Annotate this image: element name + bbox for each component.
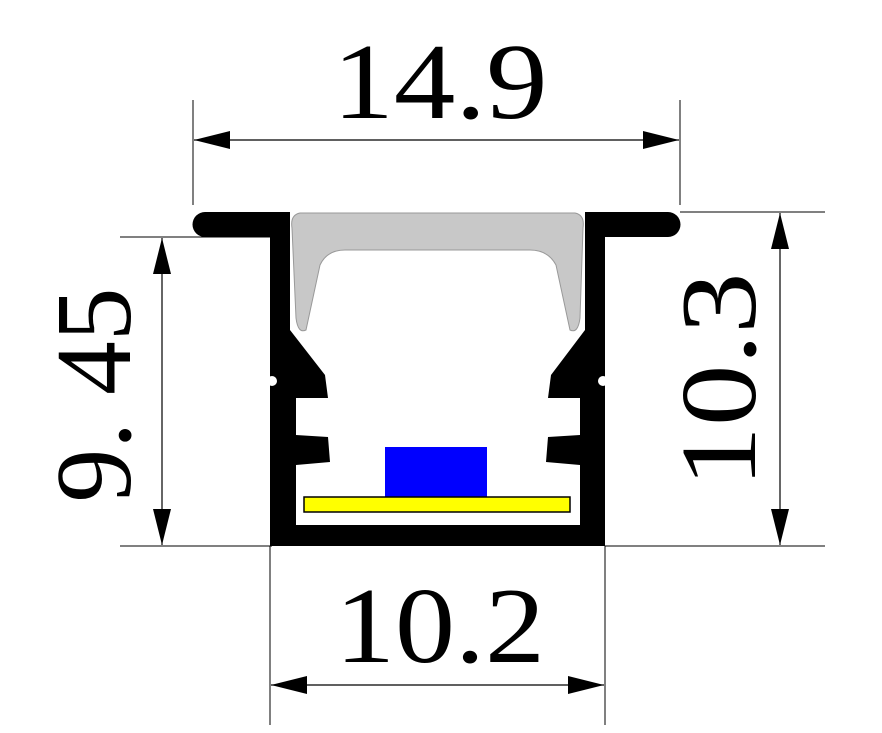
left-height-label: 9. 45 <box>35 288 154 503</box>
aluminum-profile <box>192 212 681 546</box>
profile-groove-right <box>598 376 608 386</box>
top-width-label: 14.9 <box>333 23 548 142</box>
right-height-label: 10.3 <box>660 273 779 488</box>
profile-groove-left <box>267 376 277 386</box>
led-chip <box>385 447 487 497</box>
diffuser-cover <box>291 212 584 332</box>
extension-lines <box>120 100 825 725</box>
bottom-width-label: 10.2 <box>335 567 545 686</box>
pcb-strip <box>303 496 571 513</box>
